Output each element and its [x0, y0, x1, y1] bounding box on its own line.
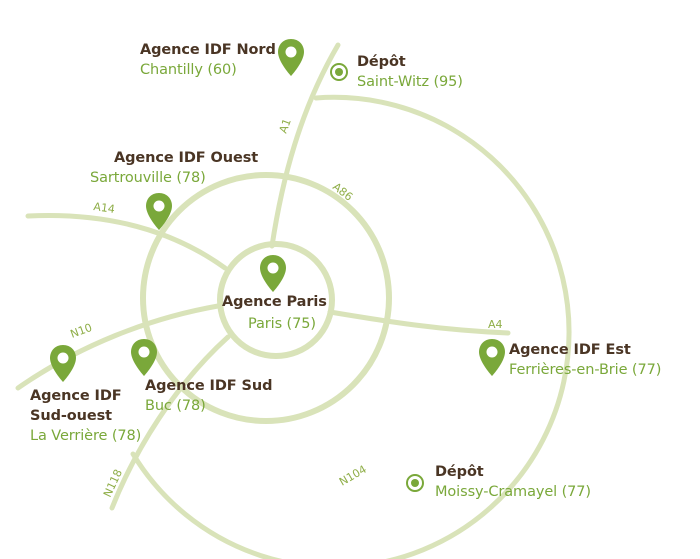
depot-north-city: Saint-Witz (95) — [357, 74, 463, 90]
road-a14 — [25, 213, 228, 271]
map-pin-icon[interactable] — [276, 38, 306, 78]
road-label-a14: A14 — [93, 200, 116, 216]
depot-north-name: Dépôt — [357, 54, 406, 70]
road-n10 — [15, 303, 221, 391]
map-pin-icon[interactable] — [48, 344, 78, 384]
agency-sud-name: Agence IDF Sud — [145, 378, 273, 394]
road-n118 — [109, 334, 231, 511]
map-pin-icon[interactable] — [258, 254, 288, 294]
agency-est-label: Agence IDF Est Ferrières-en-Brie (77) — [509, 340, 661, 380]
depot-north-label: Dépôt Saint-Witz (95) — [357, 52, 463, 92]
agency-est-city: Ferrières-en-Brie (77) — [509, 362, 662, 378]
agency-nord-name: Agence IDF Nord — [140, 42, 276, 58]
road-label-a4: A4 — [488, 318, 503, 331]
depot-south-name: Dépôt — [435, 464, 484, 480]
depot-south-label: Dépôt Moissy-Cramayel (77) — [435, 462, 591, 502]
agency-sud-label: Agence IDF Sud Buc (78) — [145, 376, 272, 416]
road-a1 — [269, 42, 341, 249]
road-label-a1: A1 — [277, 117, 294, 135]
road-label-n10: N10 — [69, 321, 94, 341]
agency-sud-ouest-name-line1: Agence IDF — [30, 388, 122, 404]
agency-ouest-name: Agence IDF Ouest — [114, 150, 259, 166]
road-peripherique — [217, 241, 335, 359]
agency-paris-city: Paris (75) — [248, 316, 316, 332]
road-label-n104: N104 — [337, 463, 369, 489]
agency-sud-ouest-city: La Verrière (78) — [30, 428, 142, 444]
depot-south-city: Moissy-Cramayel (77) — [435, 484, 591, 500]
agency-ouest-label: Agence IDF Ouest Sartrouville (78) — [90, 148, 259, 188]
map-pin-icon[interactable] — [144, 192, 174, 232]
agency-paris-label: Agence Paris Paris (75) — [222, 292, 327, 334]
agency-est-name: Agence IDF Est — [509, 342, 631, 358]
agency-sud-ouest-name-line2: Sud-ouest — [30, 408, 112, 424]
map-pin-icon[interactable] — [477, 338, 507, 378]
agency-sud-city: Buc (78) — [145, 398, 206, 414]
agency-nord-label: Agence IDF Nord Chantilly (60) — [140, 40, 276, 80]
agency-ouest-city: Sartrouville (78) — [90, 170, 206, 186]
agency-paris-name: Agence Paris — [222, 294, 327, 310]
road-a86 — [140, 172, 392, 424]
depot-icon[interactable] — [405, 473, 425, 493]
agency-nord-city: Chantilly (60) — [140, 62, 237, 78]
map-pin-icon[interactable] — [129, 338, 159, 378]
agency-sud-ouest-label: Agence IDF Sud-ouest La Verrière (78) — [30, 386, 141, 446]
road-a4 — [327, 309, 511, 336]
depot-icon[interactable] — [329, 62, 349, 82]
road-n104 — [130, 94, 572, 559]
road-label-a86: A86 — [330, 180, 355, 204]
